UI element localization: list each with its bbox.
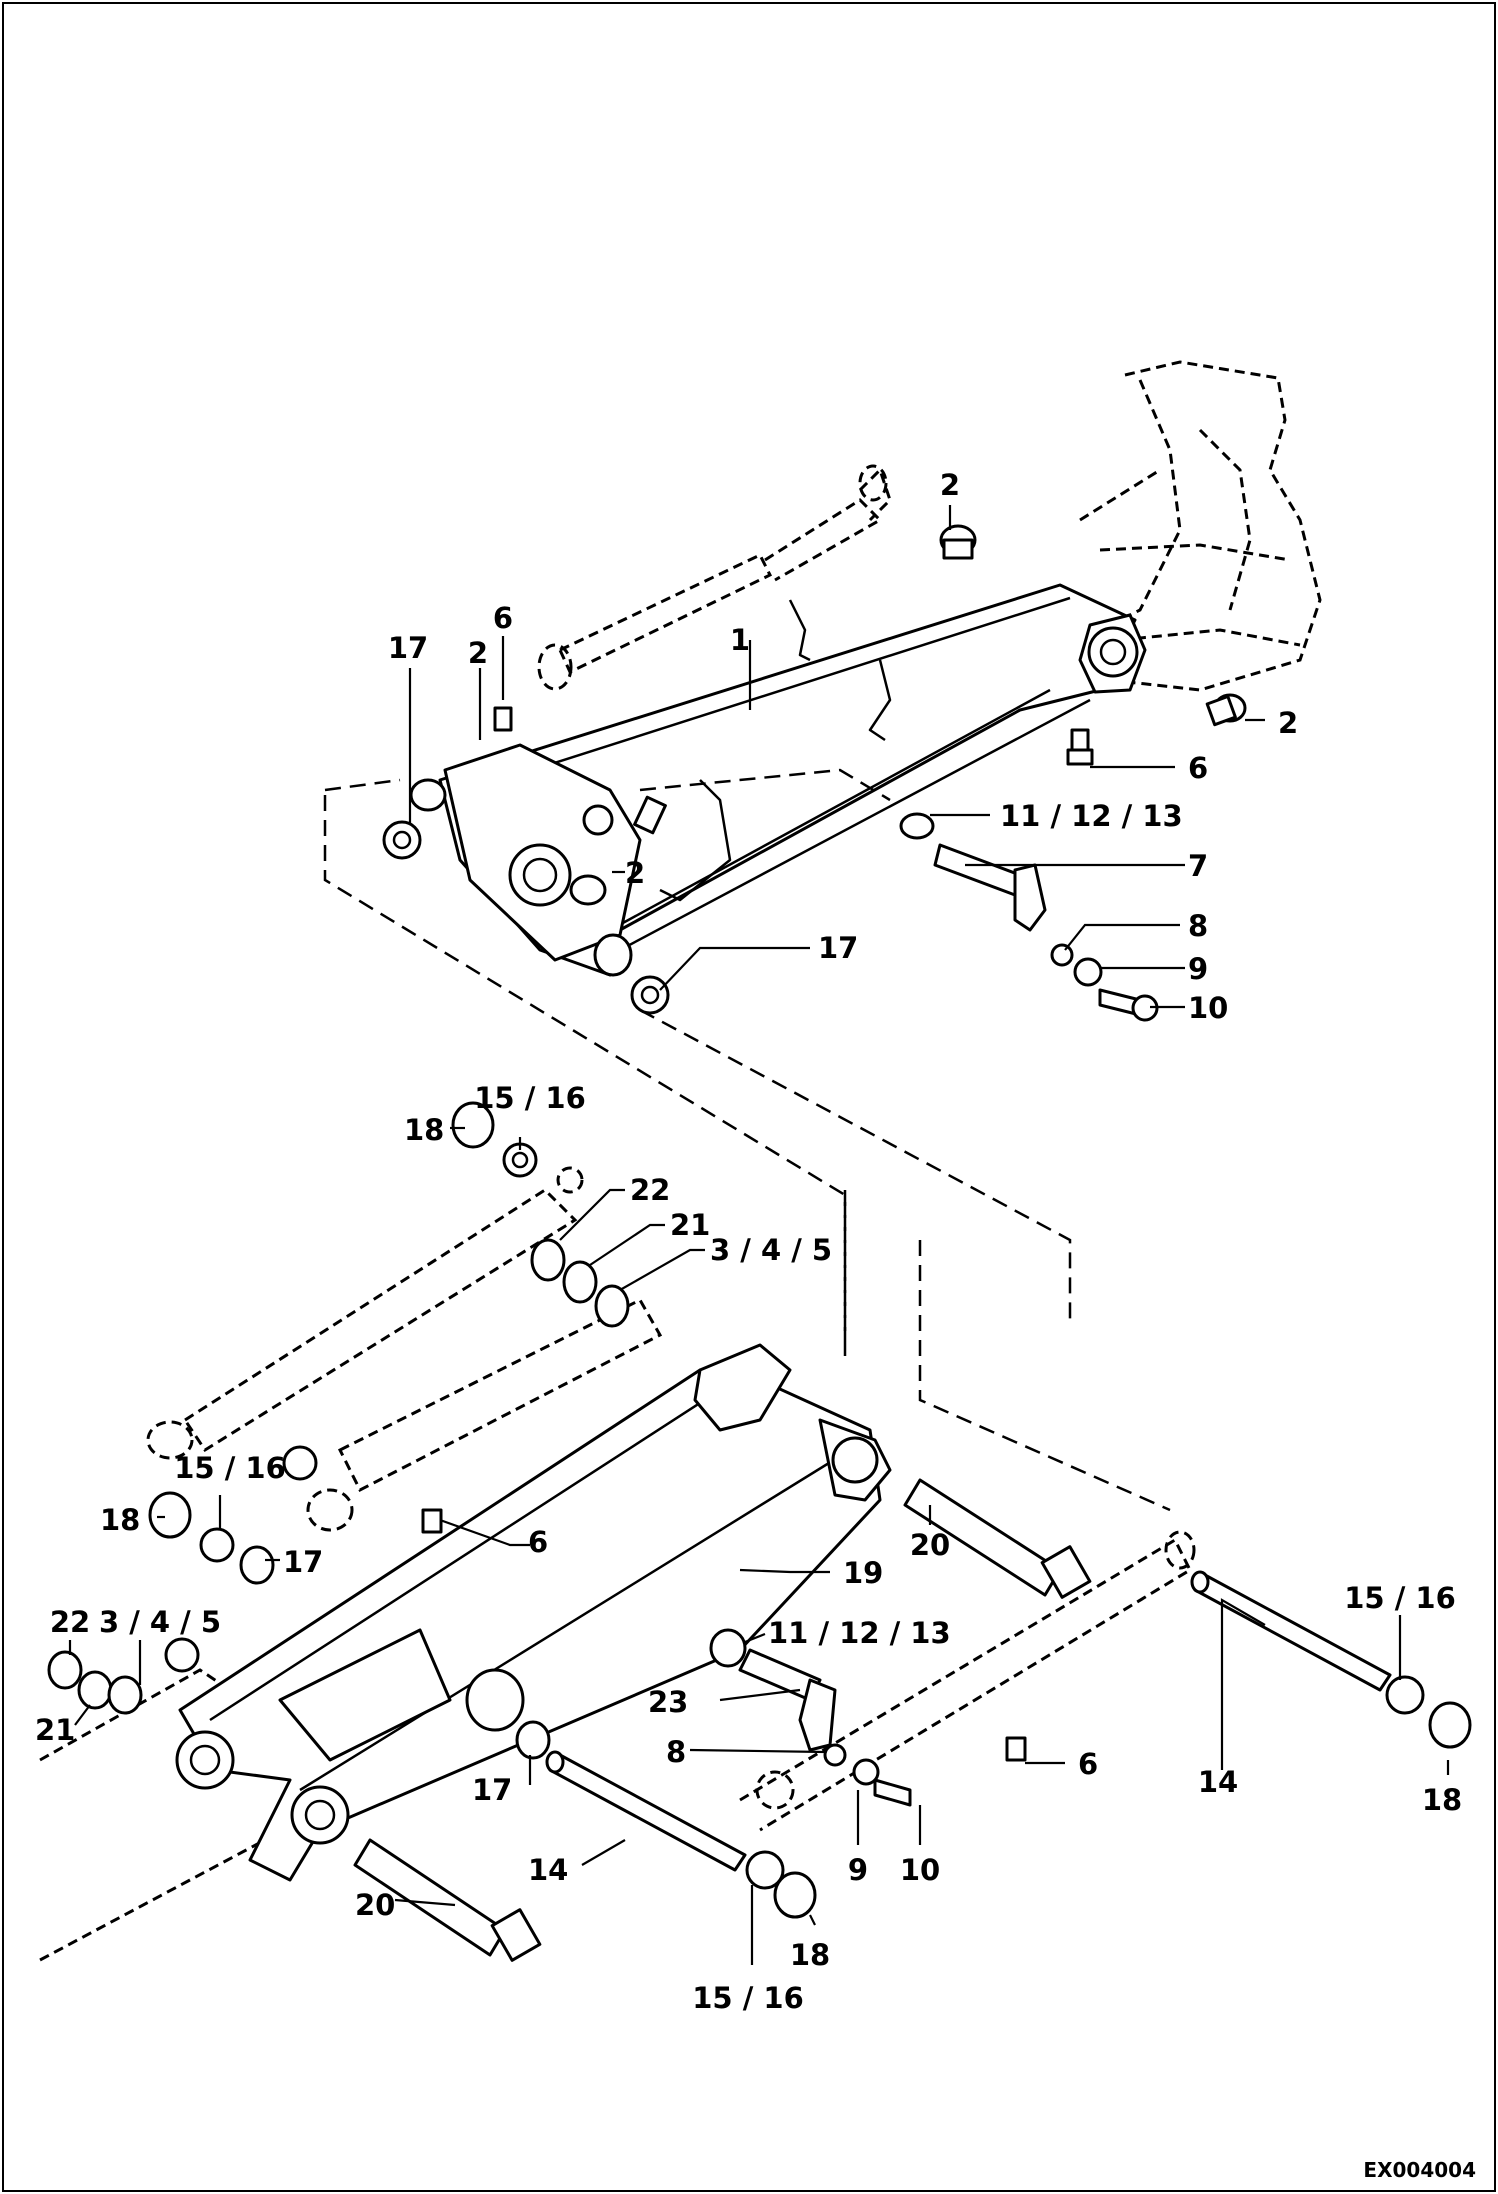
callout-label: 20 <box>910 1528 950 1562</box>
callout-label: 6 <box>1078 1747 1098 1781</box>
callout-label: 3 / 4 / 5 <box>99 1605 221 1639</box>
cylinder-ghost-upper <box>537 464 892 691</box>
callout-label: 11 / 12 / 13 <box>1000 799 1183 833</box>
drawing-code: EX004004 <box>1363 2158 1476 2182</box>
callout-label: 6 <box>1188 751 1208 785</box>
callout-label: 15 / 16 <box>174 1451 286 1485</box>
callout-label: 8 <box>666 1735 686 1769</box>
callout-label: 20 <box>355 1888 395 1922</box>
leader-lines <box>68 505 1450 1965</box>
callout-label: 17 <box>472 1773 512 1807</box>
callout-label: 18 <box>404 1113 444 1147</box>
callout-label: 22 <box>630 1173 670 1207</box>
washers-lower <box>47 1101 1472 1919</box>
callout-label: 15 / 16 <box>1344 1581 1456 1615</box>
callout-label: 11 / 12 / 13 <box>768 1616 951 1650</box>
callout-label: 17 <box>818 931 858 965</box>
callout-label: 7 <box>1188 849 1208 883</box>
callout-label: 9 <box>1188 952 1208 986</box>
boom-pipes <box>659 599 892 902</box>
callout-label: 8 <box>1188 909 1208 943</box>
arm-body <box>175 1343 892 1882</box>
assembly-link-lines <box>323 768 1171 1512</box>
callout-label: 17 <box>283 1545 323 1579</box>
callout-label: 22 <box>50 1605 90 1639</box>
callout-label: 2 <box>468 636 488 670</box>
callout-label: 21 <box>35 1713 75 1747</box>
grease-nipples-lower <box>421 1508 1027 1762</box>
callout-label: 15 / 16 <box>692 1981 804 2015</box>
callout-label: 3 / 4 / 5 <box>710 1233 832 1267</box>
callout-label: 6 <box>493 601 513 635</box>
grease-nipples-upper <box>493 706 1094 766</box>
callout-label: 15 / 16 <box>474 1081 586 1115</box>
callout-label: 2 <box>940 468 960 502</box>
callout-label: 17 <box>388 631 428 665</box>
cylinder-ghost-lower <box>39 1166 1196 1962</box>
callout-label: 6 <box>528 1525 548 1559</box>
callout-label: 2 <box>1278 706 1298 740</box>
pins-20 <box>353 1478 1092 1962</box>
callout-label: 18 <box>1422 1783 1462 1817</box>
pin-7-assembly <box>899 812 1159 1022</box>
callout-label: 10 <box>1188 991 1228 1025</box>
callout-label: 23 <box>648 1685 688 1719</box>
pins-14 <box>545 1570 1392 1872</box>
callout-label: 2 <box>625 856 645 890</box>
callout-label: 9 <box>848 1853 868 1887</box>
callout-label: 18 <box>100 1503 140 1537</box>
callout-label: 18 <box>790 1938 830 1972</box>
callout-label: 19 <box>843 1556 883 1590</box>
bushing-parts <box>409 524 1247 906</box>
callout-label: 10 <box>900 1853 940 1887</box>
callout-labels: 1 2 2 2 2 6 6 17 17 11 / 12 / 13 7 8 9 1… <box>35 468 1462 2015</box>
link-23 <box>738 1648 837 1752</box>
boom-front-end <box>443 743 667 962</box>
callout-label: 14 <box>528 1853 568 1887</box>
callout-label: 21 <box>670 1208 710 1242</box>
callout-label: 1 <box>730 623 750 657</box>
washer-17-upper <box>382 820 670 1015</box>
callout-label: 14 <box>1198 1765 1238 1799</box>
